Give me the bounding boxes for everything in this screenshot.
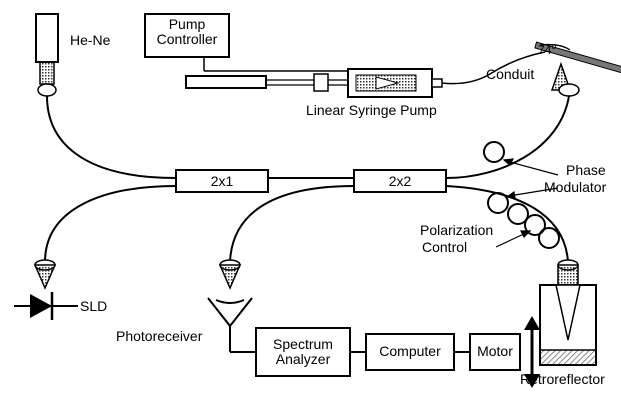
motor-label: Motor: [477, 343, 513, 359]
travel-arrow: [524, 316, 540, 388]
optical-fibers: [44, 95, 570, 263]
motor-box: [469, 333, 521, 371]
he-ne-laser: [35, 13, 59, 97]
he-ne-label: He-Ne: [70, 32, 111, 48]
annotation-arrows: [495, 158, 559, 248]
retroreflector-label: Retroreflector: [520, 371, 605, 387]
photoreceiver-label: Photoreceiver: [116, 328, 203, 344]
linear-syringe-pump: [185, 51, 546, 98]
angle-unit: o: [551, 41, 557, 51]
phase-modulator-label-line2: Modulator: [544, 179, 607, 195]
conduit-label: Conduit: [486, 66, 535, 82]
pump-controller-label: Pump Controller: [145, 17, 229, 47]
sld-diode: [14, 292, 78, 320]
angle-value: 74: [538, 43, 552, 57]
spectrum-analyzer-label-line2: Analyzer: [275, 351, 331, 367]
coupler-2x2-label: 2x2: [388, 173, 412, 189]
phase-modulator-loops: [483, 141, 509, 214]
sld-lens: [33, 259, 57, 290]
polarization-control-loops: [507, 203, 560, 249]
spectrum-analyzer-label: Spectrum Analyzer: [256, 337, 350, 367]
sld-label: SLD: [80, 298, 108, 314]
coupler-2x2: [353, 169, 447, 193]
polarization-control-label-line1: Polarization: [420, 222, 494, 238]
computer-label: Computer: [379, 343, 441, 359]
coupler-2x1-label: 2x1: [210, 173, 234, 189]
phase-modulator-label: Phase Modulator: [544, 162, 606, 196]
angle-label: 74o: [538, 38, 556, 58]
coupler-2x1: [175, 169, 269, 193]
pump-controller-label-line1: Pump: [168, 16, 206, 32]
photoreceiver: [207, 297, 256, 353]
conduit: [534, 41, 621, 97]
polarization-control-label: Polarization Control: [420, 222, 493, 256]
phase-modulator-label-line1: Phase: [566, 162, 606, 178]
computer-box: [365, 333, 455, 371]
photoreceiver-lens: [218, 259, 242, 290]
polarization-control-label-line2: Control: [422, 239, 468, 255]
syringe-pump-label: Linear Syringe Pump: [306, 102, 437, 118]
spectrum-analyzer-label-line1: Spectrum: [273, 336, 333, 352]
retroreflector: [539, 259, 597, 366]
pump-controller-label-line2: Controller: [156, 31, 218, 47]
pump-controller: [144, 13, 380, 72]
